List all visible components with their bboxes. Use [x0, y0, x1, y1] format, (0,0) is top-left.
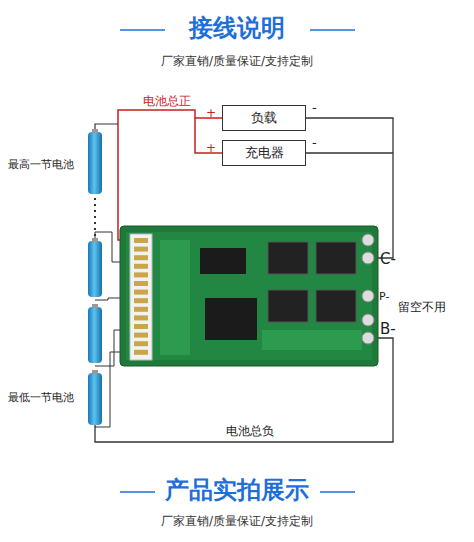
negative-wire: [306, 152, 393, 153]
title-rule: [320, 491, 355, 493]
battery-cell: [88, 238, 102, 297]
device-box: 充电器: [222, 140, 306, 166]
box-text: 充电器: [245, 144, 284, 162]
wire-label: 电池总负: [226, 424, 274, 438]
dotted-continuation: [94, 198, 96, 236]
subtitle: 厂家直销/质量保证/支持定制: [161, 54, 313, 68]
battery-cell: [88, 129, 102, 194]
page-title: 接线说明: [189, 14, 285, 43]
terminal-label: C-: [380, 250, 396, 268]
terminal-note: 留空不用: [398, 300, 446, 314]
bms-board: [120, 226, 378, 366]
cell-label: 最低一节电池: [8, 391, 74, 404]
cell-wire: [95, 124, 118, 132]
title-rule: [310, 29, 355, 31]
title-rule: [120, 29, 165, 31]
cell-label: 最高一节电池: [8, 158, 74, 171]
positive-wire: [118, 110, 222, 240]
terminal-label: B-: [380, 320, 396, 338]
battery-cell: [88, 304, 102, 363]
polarity-sign: +: [206, 106, 216, 120]
box-text: 负载: [251, 109, 277, 127]
battery-cell: [88, 370, 102, 425]
polarity-sign: -: [312, 135, 317, 151]
section-title: 产品实拍展示: [165, 476, 309, 505]
subtitle: 厂家直销/质量保证/支持定制: [161, 514, 313, 528]
polarity-sign: -: [312, 100, 317, 116]
terminal-label: P-: [379, 290, 389, 303]
wire-label: 电池总正: [143, 94, 191, 108]
polarity-sign: +: [206, 141, 216, 155]
device-box: 负载: [222, 105, 306, 131]
title-rule: [120, 491, 155, 493]
